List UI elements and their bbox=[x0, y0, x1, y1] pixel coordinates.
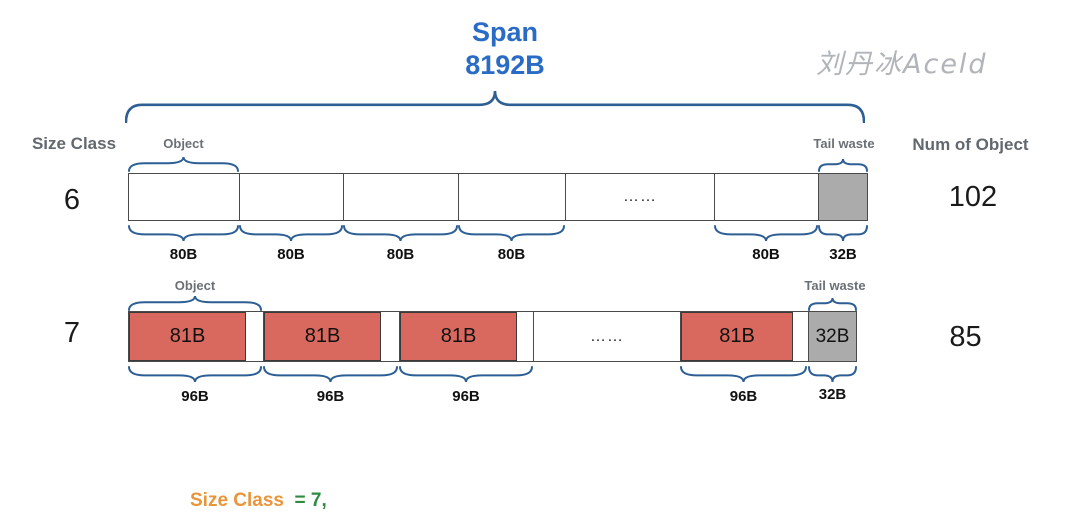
row2-tail-brace bbox=[808, 297, 857, 311]
row2-span-boxes: 81B 81B 81B …… 81B 32B bbox=[128, 311, 857, 362]
row1-measure-label: 80B bbox=[386, 246, 415, 263]
row1-object-slot bbox=[715, 174, 819, 220]
size-class-header: Size Class bbox=[31, 134, 117, 153]
row2-tail-measure-brace bbox=[808, 366, 857, 383]
num-of-object-header: Num of Object bbox=[912, 135, 1029, 154]
row2-measure-brace bbox=[263, 366, 398, 383]
span-title-line2: 8192B bbox=[465, 50, 545, 80]
row1-object-slot bbox=[240, 174, 344, 220]
row1-tail-measure-label: 32B bbox=[829, 246, 857, 263]
row2-object-brace bbox=[128, 295, 262, 311]
row1-object-slot bbox=[129, 174, 240, 220]
row2-object-box: 81B bbox=[400, 312, 517, 361]
row2-object-label: Object bbox=[174, 278, 216, 293]
row1-num-objects-value: 102 bbox=[948, 181, 998, 213]
row2-num-objects-value: 85 bbox=[949, 321, 982, 353]
row2-tail-box-label: 32B bbox=[815, 325, 850, 347]
row1-measure-brace bbox=[239, 225, 343, 242]
row2-measure-brace bbox=[399, 366, 533, 383]
row2-tail-waste-label: Tail waste bbox=[804, 278, 866, 293]
row1-object-brace bbox=[128, 156, 239, 172]
row2-measure-label: 96B bbox=[452, 388, 480, 405]
row1-measure-brace bbox=[128, 225, 239, 242]
row1-object-slot bbox=[459, 174, 566, 220]
row1-tail-waste-label: Tail waste bbox=[813, 136, 875, 151]
row2-tail-waste-slot: 32B bbox=[809, 312, 856, 361]
row2-measure-label: 96B bbox=[729, 388, 758, 405]
row2-object-box: 81B bbox=[264, 312, 381, 361]
row2-object-box: 81B bbox=[681, 312, 793, 361]
row1-tail-brace bbox=[818, 158, 868, 172]
formula-line1-value: = 7, bbox=[284, 490, 327, 511]
row2-object-slot: 81B bbox=[681, 312, 809, 361]
row2-object-slot: 81B bbox=[400, 312, 534, 361]
row1-measure-label: 80B bbox=[752, 246, 780, 263]
row2-ellipsis-slot: …… bbox=[534, 312, 681, 361]
watermark: 刘丹冰Aceld bbox=[816, 49, 988, 80]
row2-measure-brace bbox=[128, 366, 262, 383]
row1-tail-measure-brace bbox=[818, 225, 868, 242]
row1-measure-label: 80B bbox=[277, 246, 305, 263]
row2-tail-measure-label: 32B bbox=[818, 386, 847, 403]
row1-size-class-value: 6 bbox=[63, 184, 81, 216]
row2-measure-brace bbox=[680, 366, 807, 383]
row1-object-slot bbox=[344, 174, 459, 220]
row2-object-box: 81B bbox=[129, 312, 246, 361]
span-title-line1: Span bbox=[471, 17, 538, 47]
row2-object-slot: 81B bbox=[129, 312, 264, 361]
span-brace bbox=[125, 90, 865, 123]
row1-measure-brace bbox=[714, 225, 818, 242]
row1-measure-brace bbox=[343, 225, 458, 242]
max-waste-formula: Size Class = 7, Max Waste = ((96B-(80B+1… bbox=[190, 438, 707, 522]
row2-measure-label: 96B bbox=[316, 388, 345, 405]
span-title: Span 8192B bbox=[380, 16, 630, 82]
row1-tail-waste-slot bbox=[819, 174, 867, 220]
row1-measure-brace bbox=[458, 225, 565, 242]
row1-object-label: Object bbox=[163, 136, 204, 151]
row2-object-slot: 81B bbox=[264, 312, 400, 361]
row1-span-boxes: …… bbox=[128, 173, 868, 221]
row2-size-class-value: 7 bbox=[63, 317, 81, 349]
formula-line1: Size Class = 7, bbox=[190, 488, 707, 513]
row1-measure-label: 80B bbox=[169, 246, 198, 263]
row1-measure-label: 80B bbox=[497, 246, 526, 263]
row2-measure-label: 96B bbox=[181, 388, 209, 405]
row1-ellipsis-slot: …… bbox=[566, 174, 715, 220]
formula-line1-label: Size Class bbox=[190, 490, 284, 511]
